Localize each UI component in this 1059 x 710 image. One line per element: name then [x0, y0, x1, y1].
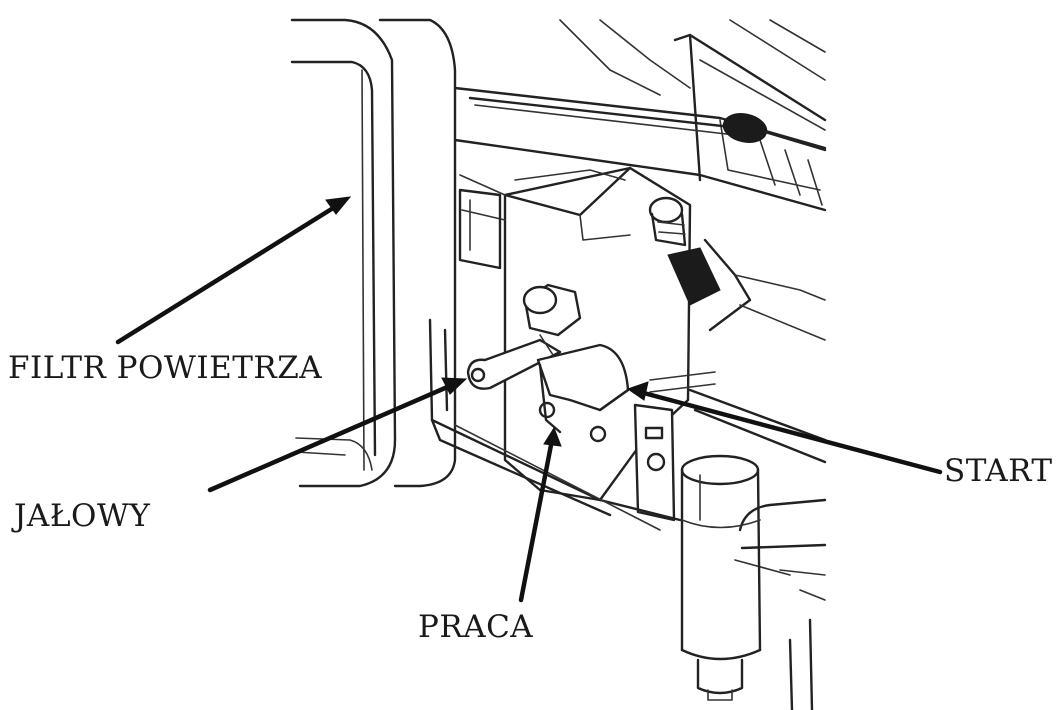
throttle-cable — [468, 96, 827, 152]
arrow-idle-head — [441, 377, 468, 395]
arrow-run-head — [543, 426, 562, 447]
cylinder-solenoid — [680, 454, 762, 701]
base-rails — [428, 318, 827, 710]
arrow-air-filter — [115, 202, 341, 345]
air-filter-label: FILTR POWIETRZA — [8, 350, 323, 386]
leader-arrows — [115, 196, 943, 603]
arrow-start — [637, 389, 943, 475]
arrow-run — [518, 437, 555, 603]
air-filter-housing — [290, 18, 457, 488]
control-tab — [633, 371, 716, 522]
run-label: PRACA — [418, 609, 534, 645]
idle-label: JAŁOWY — [14, 498, 151, 534]
start-label: START — [944, 453, 1053, 489]
adjusting-screw — [648, 196, 826, 341]
arrow-air-filter-head — [325, 196, 352, 215]
arrow-start-head — [626, 381, 649, 401]
arrow-idle — [207, 382, 455, 493]
frame-bars — [453, 19, 827, 212]
throttle-lever — [466, 283, 630, 443]
